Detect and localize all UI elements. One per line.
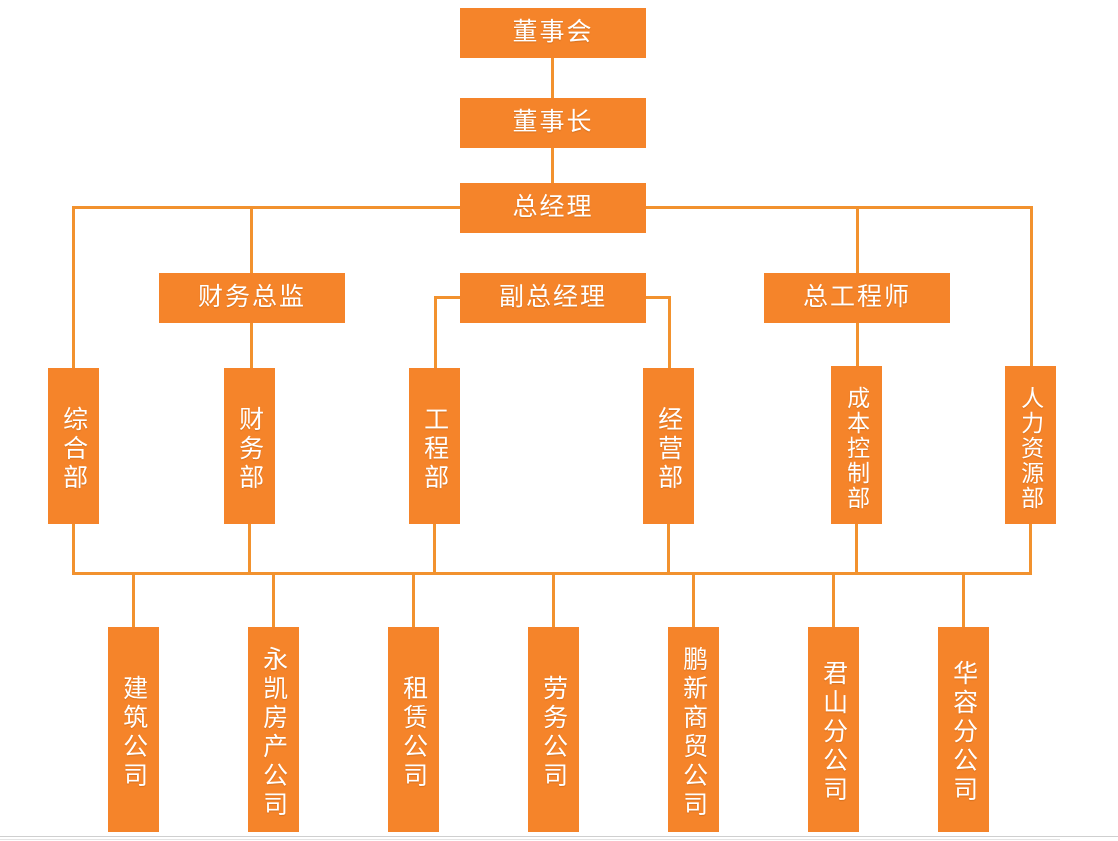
- connector-bus-to-human-resources: [1030, 206, 1033, 366]
- connector-human-resources-to-lower-bus: [1029, 524, 1032, 574]
- node-chief-engineer[interactable]: 总工程师: [764, 273, 950, 323]
- connector-operations-to-lower-bus: [667, 524, 670, 574]
- node-subsidiary-pengxin-trading-co[interactable]: 鹏新商贸公司: [668, 627, 719, 832]
- connector-lower-bus-to-junshan-branch: [832, 572, 835, 627]
- page-bottom-rule-secondary: [0, 839, 1060, 840]
- node-deputy-general-manager[interactable]: 副总经理: [460, 273, 646, 323]
- node-board-of-directors[interactable]: 董事会: [460, 8, 646, 58]
- connector-engineering-to-lower-bus: [433, 524, 436, 574]
- node-general-manager[interactable]: 总经理: [460, 183, 646, 233]
- node-dept-human-resources[interactable]: 人力资源部: [1005, 366, 1056, 524]
- connector-deputy-gm-to-operations: [668, 296, 671, 368]
- node-subsidiary-huarong-branch[interactable]: 华容分公司: [938, 627, 989, 832]
- connector-lower-bus-to-pengxin-trading-co: [692, 572, 695, 627]
- connector-deputy-gm-to-engineering: [434, 296, 437, 368]
- connector-bus-to-cfo: [250, 206, 253, 273]
- connector-deputy-gm-left-elbow: [434, 296, 463, 299]
- node-dept-cost-control[interactable]: 成本控制部: [831, 366, 882, 524]
- node-subsidiary-yongkai-realestate-co[interactable]: 永凯房产公司: [248, 627, 299, 832]
- connector-lower-bus-to-labor-co: [552, 572, 555, 627]
- connector-chief-engineer-to-cost-control: [856, 323, 859, 366]
- node-cfo[interactable]: 财务总监: [159, 273, 345, 323]
- node-chairman[interactable]: 董事长: [460, 98, 646, 148]
- connector-board-to-chairman: [551, 58, 554, 98]
- node-subsidiary-junshan-branch[interactable]: 君山分公司: [808, 627, 859, 832]
- connector-lower-bus-to-leasing-co: [412, 572, 415, 627]
- node-dept-operations[interactable]: 经营部: [643, 368, 694, 524]
- connector-deputy-gm-right-elbow: [643, 296, 671, 299]
- node-subsidiary-construction-co[interactable]: 建筑公司: [108, 627, 159, 832]
- node-dept-engineering[interactable]: 工程部: [409, 368, 460, 524]
- connector-cost-control-to-lower-bus: [855, 524, 858, 574]
- connector-lower-bus-to-construction-co: [132, 572, 135, 627]
- connector-finance-to-lower-bus: [248, 524, 251, 574]
- connector-lower-bus-to-huarong-branch: [962, 572, 965, 627]
- connector-lower-bus-to-yongkai-realestate-co: [272, 572, 275, 627]
- node-subsidiary-labor-co[interactable]: 劳务公司: [528, 627, 579, 832]
- node-dept-general-affairs[interactable]: 综合部: [48, 368, 99, 524]
- connector-chairman-to-gm: [551, 148, 554, 183]
- connector-bus-to-general-affairs: [72, 206, 75, 368]
- node-dept-finance[interactable]: 财务部: [224, 368, 275, 524]
- connector-general-affairs-to-lower-bus: [72, 524, 75, 574]
- connector-bus-to-chief-engineer: [856, 206, 859, 273]
- page-bottom-rule: [0, 836, 1118, 837]
- node-subsidiary-leasing-co[interactable]: 租赁公司: [388, 627, 439, 832]
- connector-cfo-to-finance-dept: [250, 323, 253, 368]
